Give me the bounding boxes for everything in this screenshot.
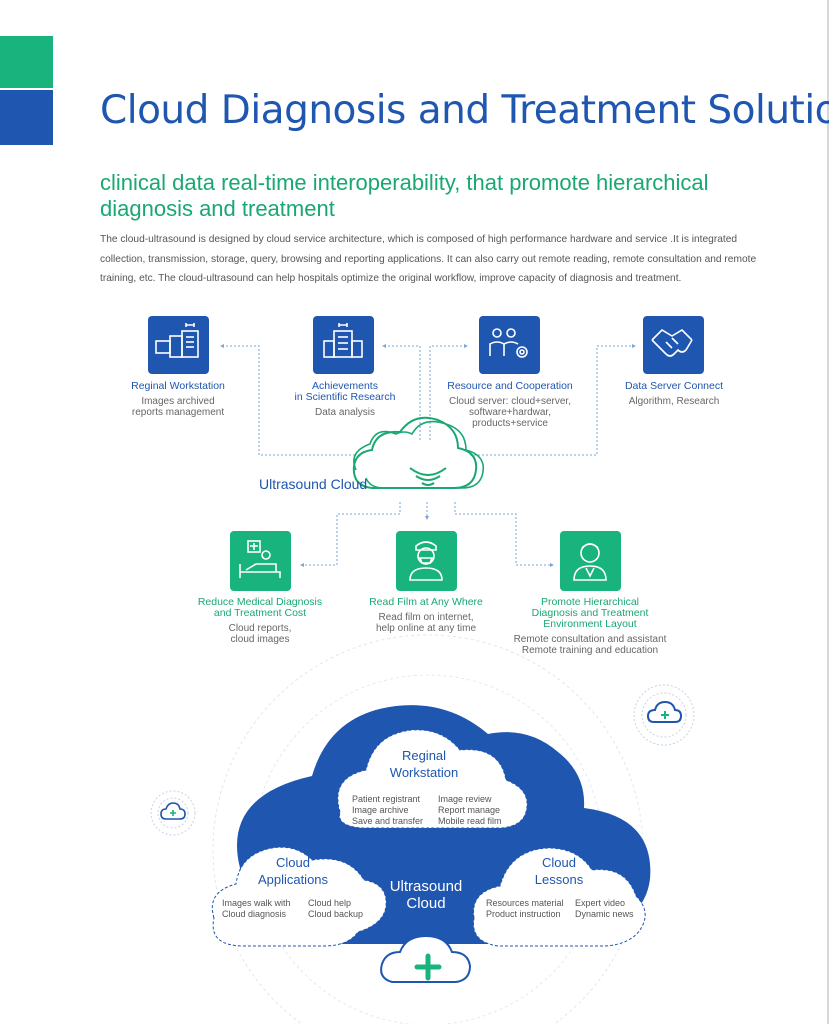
bottom-node-title: Reduce Medical Diagnosis and Treatment C… <box>197 596 323 619</box>
top-node-desc: Cloud server: cloud+server, software+har… <box>448 396 571 429</box>
doctor-mask-icon <box>396 531 457 591</box>
cloud-wifi-icon <box>352 416 485 489</box>
page-subtitle: clinical data real-time interoperability… <box>100 170 709 221</box>
ultrasound-cloud-label: Ultrasound Cloud <box>259 476 368 492</box>
bottom-node-title: Promote Hierarchical Diagnosis and Treat… <box>531 596 649 630</box>
workstation-building-icon <box>148 316 209 374</box>
doctor-icon <box>560 531 621 591</box>
top-node-desc: Data analysis <box>314 407 376 418</box>
research-building-icon <box>313 316 374 374</box>
top-node-title: Achievements in Scientific Research <box>294 380 396 403</box>
cloud-top-title: Reginal Workstation <box>389 748 459 780</box>
handshake-icon <box>643 316 704 374</box>
bottom-node-title: Read Film at Any Where <box>369 596 483 608</box>
top-node-title: Data Server Connect <box>624 380 724 392</box>
cloud-right-title: Cloud Lessons <box>534 855 584 887</box>
cloud-top-left-items: Patient registrant Image archive Save an… <box>352 794 424 826</box>
small-cloud-plus-icon-right <box>633 684 695 746</box>
blue-tab <box>0 90 53 145</box>
page-edge <box>827 0 829 1024</box>
bottom-node-desc: Cloud reports, cloud images <box>228 623 292 645</box>
bottom-node-desc: Remote consultation and assistant Remote… <box>513 634 667 656</box>
green-tab <box>0 36 53 88</box>
cloud-left-left-items: Images walk with Cloud diagnosis <box>222 898 291 919</box>
cloud-right-right-items: Expert video Dynamic news <box>575 898 634 919</box>
cloud-top-right-items: Image review Report manage Mobile read f… <box>438 794 502 826</box>
cloud-right-left-items: Resources material Product instruction <box>486 898 564 919</box>
people-cooperation-icon <box>479 316 540 374</box>
cloud-left-title: Cloud Applications <box>257 855 329 887</box>
cloud-plus-icon <box>380 934 472 983</box>
page-title: Cloud Diagnosis and Treatment Solution <box>100 88 829 133</box>
top-node-title: Resource and Cooperation <box>447 380 573 392</box>
bottom-node-3: Promote Hierarchical Diagnosis and Treat… <box>500 596 680 657</box>
small-cloud-plus-icon-left <box>150 790 196 836</box>
top-node-title: Reginal Workstation <box>131 380 225 392</box>
top-node-desc: Images archived reports management <box>131 396 225 418</box>
intro-paragraph: The cloud-ultrasound is designed by clou… <box>100 234 757 284</box>
bottom-node-1: Reduce Medical Diagnosis and Treatment C… <box>185 596 335 646</box>
bottom-node-desc: Read film on internet, help online at an… <box>375 612 477 634</box>
hospital-bed-icon <box>230 531 291 591</box>
top-node-desc: Algorithm, Research <box>628 396 720 407</box>
cloud-center-label: Ultrasound Cloud <box>389 878 463 912</box>
cloud-left-right-items: Cloud help Cloud backup <box>308 898 364 919</box>
